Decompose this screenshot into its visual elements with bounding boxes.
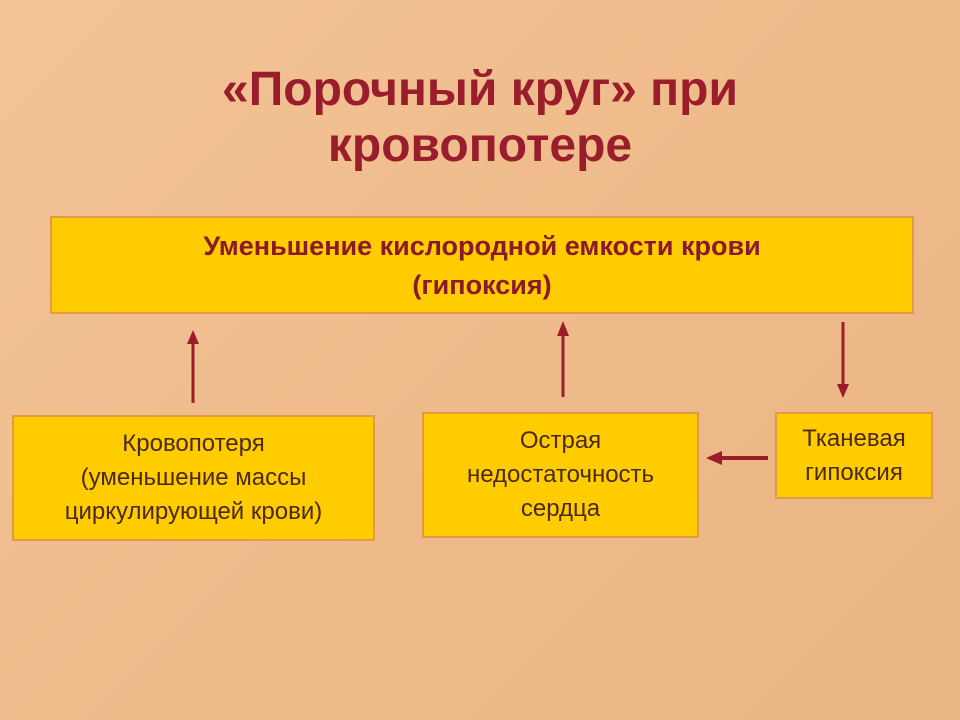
box-text: Тканевая xyxy=(802,424,906,452)
blood-loss-box: Кровопотеря (уменьшение массы циркулирую… xyxy=(12,415,375,541)
arrow-down-icon xyxy=(837,322,849,398)
box-text: гипоксия xyxy=(805,458,903,486)
box-text: Кровопотеря xyxy=(122,430,265,457)
box-text: (уменьшение массы xyxy=(80,464,307,491)
box-text: (гипоксия) xyxy=(412,270,552,300)
box-text: циркулирующей крови) xyxy=(64,498,323,525)
title-line-1: «Порочный круг» при xyxy=(222,63,738,116)
heart-failure-box: Острая недостаточность сердца xyxy=(422,412,699,538)
box-text: Острая xyxy=(519,427,602,454)
slide-title: «Порочный круг» при кровопотере xyxy=(0,62,960,174)
box-text: сердца xyxy=(520,495,601,522)
arrow-left-icon xyxy=(706,451,768,465)
box-text: Уменьшение кислородной емкости крови xyxy=(203,231,761,261)
arrow-up-icon xyxy=(557,321,569,397)
tissue-hypoxia-box: Тканевая гипоксия xyxy=(775,412,933,499)
arrow-up-icon xyxy=(187,330,199,403)
oxygen-capacity-box: Уменьшение кислородной емкости крови (ги… xyxy=(50,216,914,314)
box-text: недостаточность xyxy=(466,461,655,488)
title-line-2: кровопотере xyxy=(327,119,633,172)
